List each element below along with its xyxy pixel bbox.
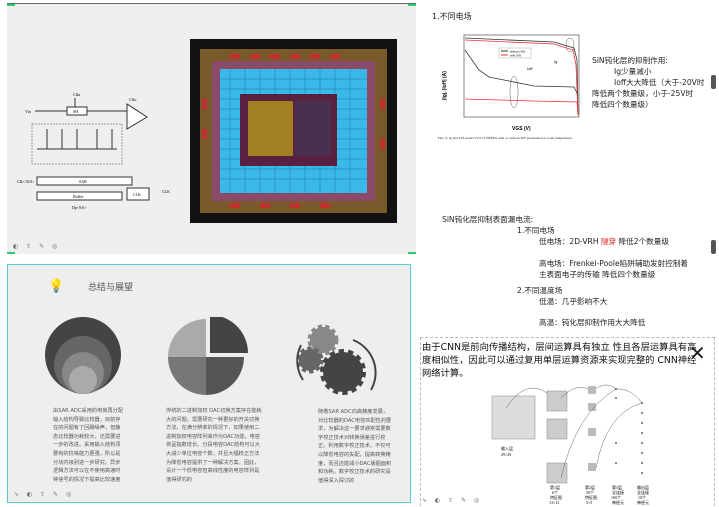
slide-thumbnail-4[interactable]: SiN钝化层抑制表面漏电流: 1.不同电场 低电场：2D-VRH 隧穿 降低2个…	[420, 178, 719, 330]
layer-label: 6个	[552, 490, 558, 495]
note-title: SiN钝化层的抑制作用:	[592, 56, 668, 65]
slide-tools[interactable]: ◐ ⇧ ✎ ◎	[13, 243, 61, 250]
scrollbar-handle[interactable]	[711, 240, 716, 254]
clkc-label: Clkc	[129, 97, 137, 102]
text-line: 高电场：Frenkel-Poole陷阱辅助发射控制着	[539, 258, 689, 268]
layer-label: 神经元	[612, 499, 624, 505]
slide-thumbnail-5[interactable]: 由于CNN是前向传播结构，层间运算具有独立 性且各层运算具有高度相似性，因此可以…	[420, 337, 715, 507]
clk-in-label: Clk<10:0>	[17, 179, 35, 184]
output-label: Dp<9:0>	[72, 205, 87, 210]
layer-label: 输出层	[637, 484, 649, 490]
sh-label: SH	[73, 109, 78, 114]
layer-label: 29×29	[501, 452, 511, 457]
note-line: 降低四个数量级）	[592, 100, 653, 109]
legend-entry-with-sin: with SiN	[510, 54, 521, 58]
highlighted-text: 隧穿	[600, 237, 617, 247]
subsection-heading: 2.不同温度场	[517, 286, 563, 296]
leakage-current-chart: |Ig|, |Ioff| (A) VGS (V) without SiN wit…	[442, 34, 580, 132]
clk-label: CLK	[133, 192, 141, 197]
y-axis-label: |Ig|, |Ioff| (A)	[442, 71, 448, 100]
layer-label: 13×13	[549, 500, 559, 505]
text-line: 低电场：2D-VRH	[539, 237, 601, 247]
vin-label: Vin	[25, 109, 31, 114]
corner-marker	[408, 252, 416, 254]
corner-marker	[408, 4, 416, 6]
close-icon[interactable]: ✕	[689, 341, 706, 365]
sar-label: SAR	[79, 179, 87, 184]
text-line: 降低2个数量级	[616, 237, 669, 247]
clks-label: Clks	[73, 92, 81, 97]
text-line: 高温：钝化层抑制作用大大降低	[539, 318, 646, 328]
text-line: 低温：几乎影响不大	[539, 297, 608, 307]
corner-marker	[7, 252, 15, 254]
slide-thumbnail-3[interactable]: 1.不同电场 |Ig|, |Ioff| (A) VGS (V) without …	[420, 0, 719, 178]
layer-label: 全连接	[637, 489, 649, 495]
slide-thumbnail-2-selected[interactable]: 💡 总结与展望 由SAR ADC采用的电荷再分配输入结构导致比较器，目前存在的问…	[7, 264, 411, 503]
concentric-circles-graphic	[45, 317, 121, 394]
layer-label: 第3层	[612, 484, 622, 490]
layer-label: 全连接	[612, 489, 624, 495]
layer-label: 输入层	[501, 445, 513, 451]
scrollbar-handle[interactable]	[711, 75, 716, 89]
layer-label: 第2层	[585, 484, 595, 490]
slide-tools[interactable]: ∿ ◐ ⇧ ✎ ◎	[14, 491, 75, 498]
ioff-annotation: Ioff	[527, 66, 533, 71]
slide-tools[interactable]: ∿ ◐ ⇧ ✎ ◎	[422, 497, 483, 504]
summary-text-3: 随着SAR ADC向高精度发展，对比较器的DAC电容匹配性的要求，为解决这一要求…	[318, 409, 392, 484]
content-title: SiN钝化层抑制表面漏电流:	[442, 215, 534, 224]
summary-text-1: 由SAR ADC采用的电荷再分配输入结构导致比较器，目前存在的问题有了回踢噪声，…	[53, 408, 124, 483]
figure-caption: FIG. 2. Ig and Ioff versus VGS of HEMTs …	[438, 136, 573, 140]
note-line: Ig少量减小	[614, 67, 652, 76]
buffer-label: Buffer	[73, 194, 84, 199]
subsection-heading: 1.不同电场	[517, 226, 555, 236]
suppression-note: SiN钝化层的抑制作用: Ig少量减小 Ioff大大降低（大于-20V时 降低两…	[592, 55, 704, 110]
layer-label: 50个	[586, 490, 594, 495]
layer-label: 特征图	[585, 494, 597, 500]
gears-graphic	[296, 324, 377, 395]
sin-suppression-content: SiN钝化层抑制表面漏电流: 1.不同电场 低电场：2D-VRH 隧穿 降低2个…	[442, 214, 688, 329]
layer-label: 第1层	[550, 484, 560, 490]
pie-chart-graphic	[168, 317, 248, 395]
layer-label: 5×5	[586, 500, 592, 505]
legend-entry-without-sin: without SiN	[510, 50, 525, 54]
slide-thumbnail-1[interactable]: Clks Vin SH Clkc SAR Clk<10:0> Buffer CL…	[7, 3, 416, 254]
clk-out-label: CLK	[162, 189, 170, 194]
section-heading: 1.不同电场	[432, 12, 472, 21]
note-line: 降低两个数量级，小于-25V时	[592, 89, 694, 98]
layer-label: 神经元	[637, 499, 649, 505]
layer-label: 10个	[638, 495, 646, 500]
corner-marker	[7, 4, 15, 6]
sar-adc-circuit-diagram: Clks Vin SH Clkc SAR Clk<10:0> Buffer CL…	[17, 92, 170, 210]
ig-annotation: Ig	[554, 59, 557, 64]
chip-layout-image	[190, 39, 397, 223]
slide-title: 总结与展望	[88, 283, 134, 293]
lightbulb-icon: 💡	[48, 279, 65, 294]
layer-label: 100个	[611, 495, 621, 500]
note-line: Ioff大大降低（大于-20V时	[614, 78, 705, 87]
layer-label: 特征图	[550, 494, 562, 500]
cnn-description: 由于CNN是前向传播结构，层间运算具有独立 性且各层运算具有高度相似性，因此可以…	[422, 342, 697, 379]
x-axis-label: VGS (V)	[512, 126, 531, 132]
text-line: 主表面电子的传输 降低四个数量级	[539, 269, 656, 279]
summary-text-2: 传统的二进制加权 DAC切换方案存在能耗大的问题，需要研究一种更好的开关切换方法…	[166, 408, 262, 483]
